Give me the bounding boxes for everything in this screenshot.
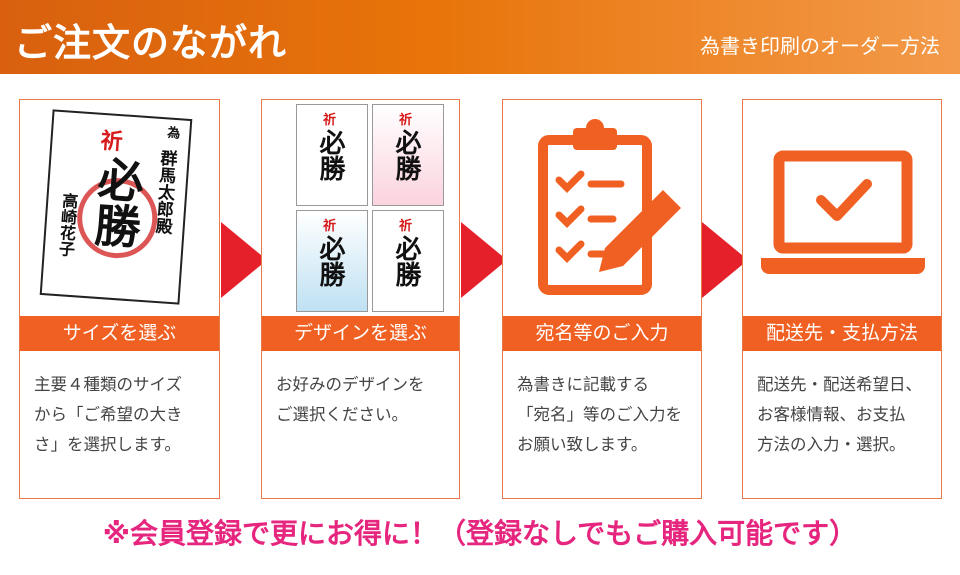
- step-description: 為書きに記載する 「宛名」等のご入力を お願い致します。: [517, 375, 682, 454]
- header-banner: ご注文のながれ 為書き印刷のオーダー方法: [0, 0, 960, 74]
- sample-name: 群馬太郎殿: [151, 148, 178, 235]
- membership-note: ※会員登録で更にお得に！（登録なしでもご購入可能です）: [102, 517, 858, 550]
- arrow-right-icon: [461, 222, 507, 298]
- arrow-right-icon: [221, 222, 267, 298]
- laptop-check-icon: [743, 100, 941, 316]
- clipboard-checklist-icon: [503, 100, 701, 316]
- document-sample-icon: 祈 必勝 為 群馬太郎殿 高崎花子: [20, 100, 219, 316]
- step-card-size[interactable]: 祈 必勝 為 群馬太郎殿 高崎花子 サイズを選ぶ 主要４種類のサイズ から「ご希…: [19, 99, 220, 499]
- step-description: 主要４種類のサイズ から「ご希望の大き さ」を選択します。: [34, 375, 183, 454]
- step-label: デザインを選ぶ: [262, 316, 459, 351]
- step-description: 配送先・配送希望日、 お客様情報、お支払 方法の入力・選択。: [757, 375, 922, 454]
- sample-main: 必勝: [86, 154, 147, 250]
- arrow-right-icon: [702, 222, 748, 298]
- design-variants-icon: 祈必勝 祈必勝 祈必勝 祈必勝: [262, 100, 459, 316]
- step-card-address[interactable]: 宛名等のご入力 為書きに記載する 「宛名」等のご入力を お願い致します。: [502, 99, 702, 499]
- step-label: サイズを選ぶ: [20, 316, 219, 351]
- step-label: 宛名等のご入力: [503, 316, 701, 351]
- step-card-design[interactable]: 祈必勝 祈必勝 祈必勝 祈必勝 デザインを選ぶ お好みのデザインを ご選択くださ…: [261, 99, 460, 499]
- page-title: ご注文のながれ: [14, 21, 288, 65]
- step-description: お好みのデザインを ご選択ください。: [276, 375, 425, 424]
- sample-to: 為: [163, 125, 180, 140]
- page-subtitle: 為書き印刷のオーダー方法: [700, 34, 940, 58]
- step-label: 配送先・支払方法: [743, 316, 941, 351]
- step-card-payment[interactable]: 配送先・支払方法 配送先・配送希望日、 お客様情報、お支払 方法の入力・選択。: [742, 99, 942, 499]
- sample-sender: 高崎花子: [55, 192, 79, 258]
- sample-prayer: 祈: [99, 127, 124, 156]
